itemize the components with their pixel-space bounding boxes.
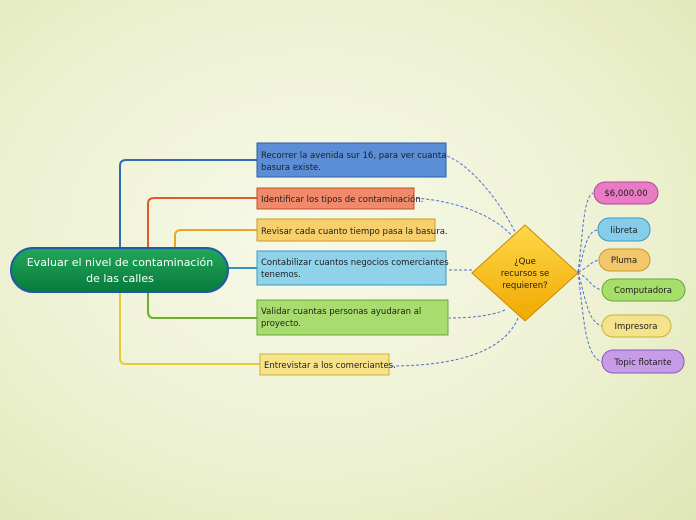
resource-node-4[interactable]: Computadora — [601, 278, 686, 302]
branch-5-line-1: Validar cuantas personas ayudaran al — [261, 307, 421, 317]
connector-branch-5 — [147, 292, 257, 319]
branch-3-line-1: Revisar cada cuanto tiempo pasa la basur… — [261, 227, 448, 237]
branch-node-3[interactable]: Revisar cada cuanto tiempo pasa la basur… — [256, 218, 448, 242]
branch-6-line-1: Entrevistar a los comerciantes. — [264, 361, 396, 371]
resource-node-2[interactable]: libreta — [597, 217, 651, 242]
resource-node-1[interactable]: $6,000.00 — [593, 181, 659, 205]
central-topic[interactable]: Evaluar el nivel de contaminación de las… — [10, 247, 229, 293]
question-line-2: recursos se — [501, 269, 550, 279]
resource-node-6[interactable]: Topic flotante — [601, 349, 685, 374]
link-q-res-6 — [577, 271, 603, 363]
link-q-branch-5 — [448, 309, 506, 319]
relationship-links — [389, 155, 603, 367]
link-q-res-2 — [577, 229, 598, 273]
link-q-branch-2 — [414, 197, 515, 239]
resource-1-label: $6,000.00 — [604, 189, 647, 199]
question-line-1: ¿Que — [514, 257, 536, 267]
branch-1-line-2: basura existe. — [261, 163, 321, 173]
link-q-res-3 — [577, 259, 600, 273]
resource-4-label: Computadora — [614, 286, 672, 296]
connector-branch-1 — [119, 159, 257, 252]
link-q-branch-6 — [389, 317, 519, 367]
resource-2-label: libreta — [610, 226, 637, 236]
resource-5-label: Impresora — [614, 322, 657, 332]
question-line-3: requieren? — [502, 281, 547, 291]
branch-node-6[interactable]: Entrevistar a los comerciantes. — [259, 353, 396, 376]
branch-connectors — [119, 159, 260, 365]
link-q-branch-1 — [446, 155, 518, 237]
branch-5-line-2: proyecto. — [261, 319, 301, 329]
branch-4-line-2: tenemos. — [261, 270, 301, 280]
central-topic-line-1: Evaluar el nivel de contaminación — [27, 256, 214, 269]
connector-branch-3 — [174, 229, 257, 252]
branch-node-5[interactable]: Validar cuantas personas ayudaran al pro… — [256, 299, 449, 336]
branch-node-2[interactable]: Identificar los tipos de contaminación. — [256, 187, 423, 210]
branch-1-line-1: Recorrer la avenida sur 16, para ver cua… — [261, 151, 446, 161]
resource-node-5[interactable]: Impresora — [601, 314, 672, 338]
central-topic-line-2: de las calles — [86, 272, 154, 285]
connector-branch-2 — [147, 197, 257, 252]
branch-node-4[interactable]: Contabilizar cuantos negocios comerciant… — [256, 250, 449, 286]
link-q-res-1 — [577, 192, 594, 273]
resource-6-label: Topic flotante — [613, 358, 671, 368]
resource-3-label: Pluma — [611, 256, 637, 266]
question-node[interactable]: ¿Que recursos se requieren? — [471, 224, 579, 322]
branch-2-line-1: Identificar los tipos de contaminación. — [261, 194, 423, 205]
resource-node-3[interactable]: Pluma — [598, 248, 651, 272]
branch-node-1[interactable]: Recorrer la avenida sur 16, para ver cua… — [256, 142, 447, 178]
connector-branch-6 — [119, 292, 260, 365]
link-q-res-4 — [577, 271, 603, 291]
link-q-res-5 — [577, 271, 603, 327]
branch-4-line-1: Contabilizar cuantos negocios comerciant… — [261, 258, 449, 268]
